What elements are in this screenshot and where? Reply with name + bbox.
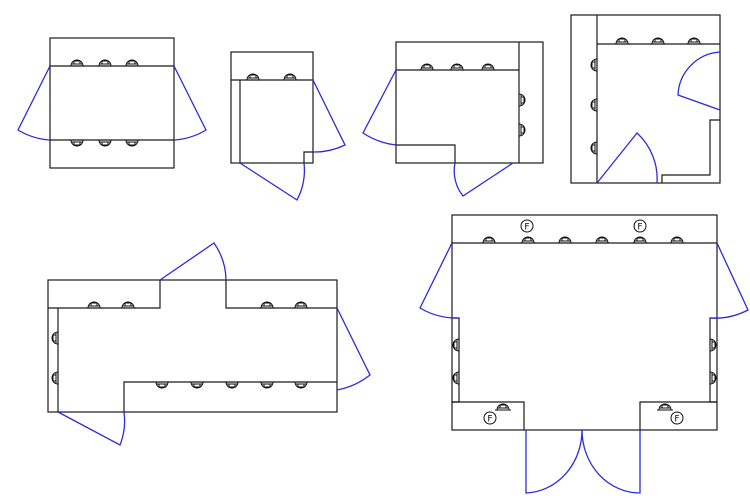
door-swing-bottom bbox=[239, 162, 306, 201]
fixture-icon bbox=[418, 63, 497, 71]
fixture-icon bbox=[153, 381, 310, 389]
fixture-icon bbox=[452, 336, 717, 387]
room-plan-4 bbox=[570, 14, 721, 184]
svg-text:F: F bbox=[524, 223, 529, 233]
fixture-icon bbox=[85, 301, 310, 309]
fire-extinguisher-marker: F bbox=[670, 411, 684, 425]
svg-text:F: F bbox=[674, 415, 679, 425]
door-swing-right bbox=[709, 242, 749, 319]
fixture-icon bbox=[244, 73, 299, 81]
room-plan-1 bbox=[17, 37, 207, 169]
fire-extinguisher-marker: F bbox=[483, 411, 497, 425]
door-swing-left bbox=[362, 69, 397, 146]
room-plan-2 bbox=[230, 51, 346, 201]
door-swing-bottom bbox=[596, 132, 658, 184]
room-plan-5 bbox=[47, 242, 371, 446]
double-door-swing-right bbox=[581, 429, 641, 494]
door-swing-right bbox=[173, 65, 207, 141]
fixture-icon bbox=[518, 91, 526, 139]
door-swing-right bbox=[336, 307, 371, 391]
room-plan-3 bbox=[362, 41, 544, 197]
door-swing-right bbox=[312, 79, 346, 153]
fixture-icon bbox=[494, 403, 674, 411]
door-swing-bottom bbox=[453, 162, 514, 197]
fixture-icon bbox=[68, 139, 141, 147]
door-swing-top bbox=[159, 242, 227, 281]
fixture-icon bbox=[613, 37, 703, 45]
door-swing-left bbox=[419, 242, 460, 319]
fixture-icon bbox=[590, 56, 598, 157]
fire-extinguisher-marker: F bbox=[633, 219, 647, 233]
fire-extinguisher-marker: F bbox=[520, 219, 534, 233]
fixture-icon bbox=[480, 236, 686, 244]
door-swing-right bbox=[677, 51, 721, 111]
door-swing-bottom-left bbox=[57, 411, 126, 446]
fixture-icon bbox=[68, 59, 141, 67]
double-door-swing-left bbox=[525, 429, 583, 494]
svg-text:F: F bbox=[487, 415, 492, 425]
door-swing-left bbox=[17, 65, 51, 141]
fixture-icon bbox=[51, 329, 59, 387]
room-plan-6: F F F F bbox=[419, 214, 749, 494]
svg-text:F: F bbox=[637, 223, 642, 233]
